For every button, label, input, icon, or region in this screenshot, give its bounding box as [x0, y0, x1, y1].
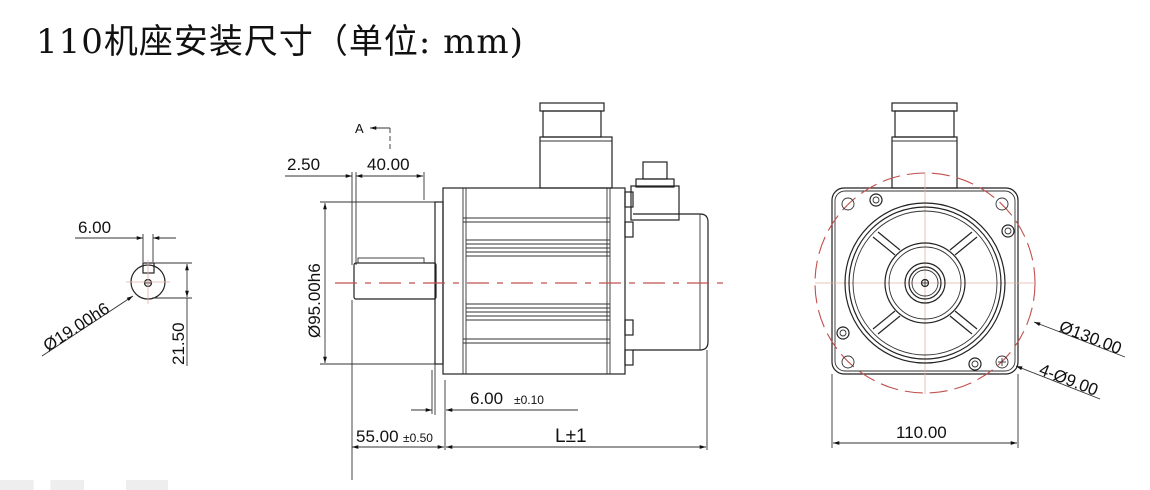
page-title: 110机座安装尺寸（单位: mm) [36, 22, 524, 62]
flange-offset-label: 6.00 [470, 389, 503, 408]
frame-size-label: 110.00 [896, 423, 947, 442]
front-view: Ø130.00 4-Ø9.00 110.00 [814, 102, 1126, 448]
shaft-length-label: 40.00 [367, 155, 410, 174]
key-width-label: 6.00 [78, 218, 111, 237]
flange-offset-tol: ±0.10 [514, 393, 544, 407]
cropped-footer-text [0, 480, 420, 490]
shaft-total-tol: ±0.50 [403, 431, 433, 445]
shaft-diameter-label: Ø19.00h6 [40, 299, 113, 356]
flange-thickness-label: 2.50 [287, 155, 320, 174]
mount-holes-label: 4-Ø9.00 [1037, 360, 1101, 400]
key-height-label: 21.50 [169, 322, 188, 365]
shaft-total-label: 55.00 [356, 427, 399, 446]
pilot-diameter-label: Ø95.00h6 [305, 263, 324, 338]
bolt-circle-label: Ø130.00 [1057, 317, 1125, 358]
body-length-label: L±1 [555, 426, 587, 447]
side-view: A 2.50 40.00 Ø95.00h6 [285, 102, 725, 480]
shaft-end-view: 6.00 Ø19.00h6 21.50 [40, 218, 192, 366]
section-a-label: A [355, 121, 364, 136]
